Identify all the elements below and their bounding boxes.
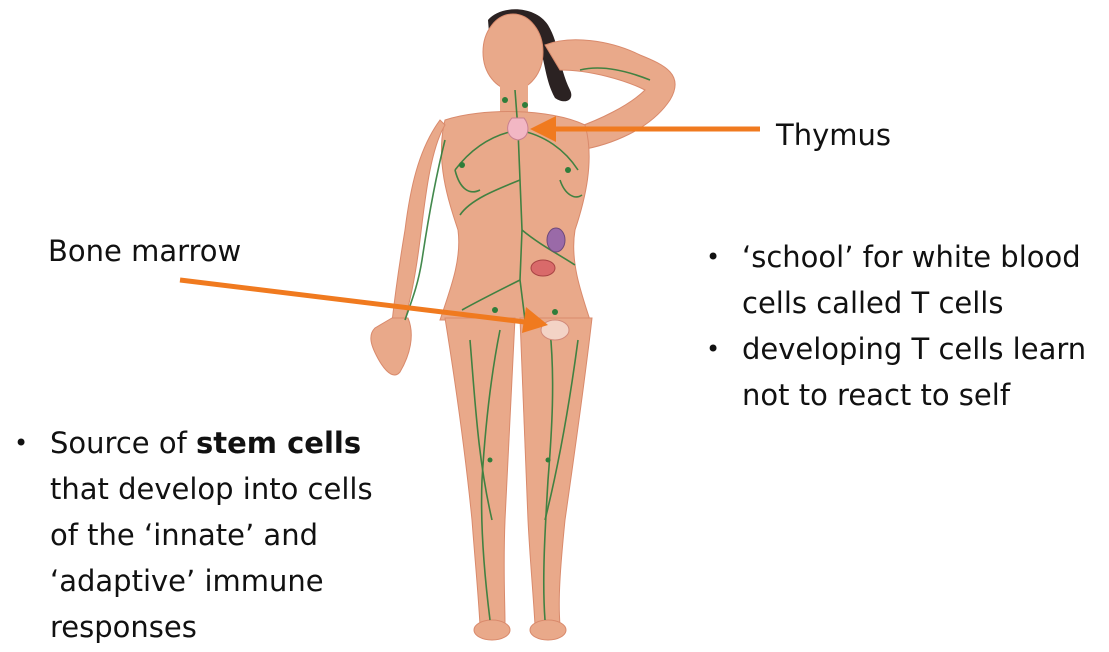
thymus-label: Thymus — [776, 118, 891, 152]
hanging-arm — [391, 119, 446, 323]
marrow-bullet-line4: ‘adaptive’ immune — [50, 564, 324, 598]
intestine-organ — [530, 259, 556, 277]
thymus-bullet-2: developing T cells learn not to react to… — [706, 326, 1106, 418]
lymph-nodes — [459, 97, 571, 463]
right-foot — [529, 619, 567, 641]
marrow-bullet: Source of stem cells that develop into c… — [14, 420, 414, 650]
thymus-bullet-2-line2: not to react to self — [742, 378, 1011, 412]
thymus-bullet-1: ‘school’ for white blood cells called T … — [706, 234, 1106, 326]
marrow-bullet-line2: that develop into cells — [50, 472, 373, 506]
raised-arm — [544, 39, 676, 151]
marrow-bullet-prefix: Source of — [50, 426, 196, 460]
thymus-bullet-1-line2: cells called T cells — [742, 286, 1004, 320]
head — [482, 13, 544, 91]
spleen-organ — [546, 227, 566, 253]
thymus-arrow — [530, 116, 760, 142]
marrow-bullet-list: Source of stem cells that develop into c… — [14, 420, 414, 650]
hand — [370, 317, 412, 376]
left-foot — [473, 619, 511, 641]
torso — [439, 111, 591, 321]
stem-cells-emphasis: stem cells — [196, 426, 362, 460]
left-leg — [444, 317, 516, 626]
thymus-bullet-2-line1: developing T cells learn — [742, 332, 1087, 366]
thymus-bullet-list: ‘school’ for white blood cells called T … — [706, 234, 1106, 418]
bone-marrow-label: Bone marrow — [48, 234, 242, 268]
marrow-bullet-line3: of the ‘innate’ and — [50, 518, 318, 552]
thymus-organ — [507, 117, 529, 141]
marrow-bullet-line5: responses — [50, 610, 197, 644]
bone-marrow-arrow — [179, 277, 548, 333]
thymus-bullet-1-line1: ‘school’ for white blood — [742, 240, 1081, 274]
